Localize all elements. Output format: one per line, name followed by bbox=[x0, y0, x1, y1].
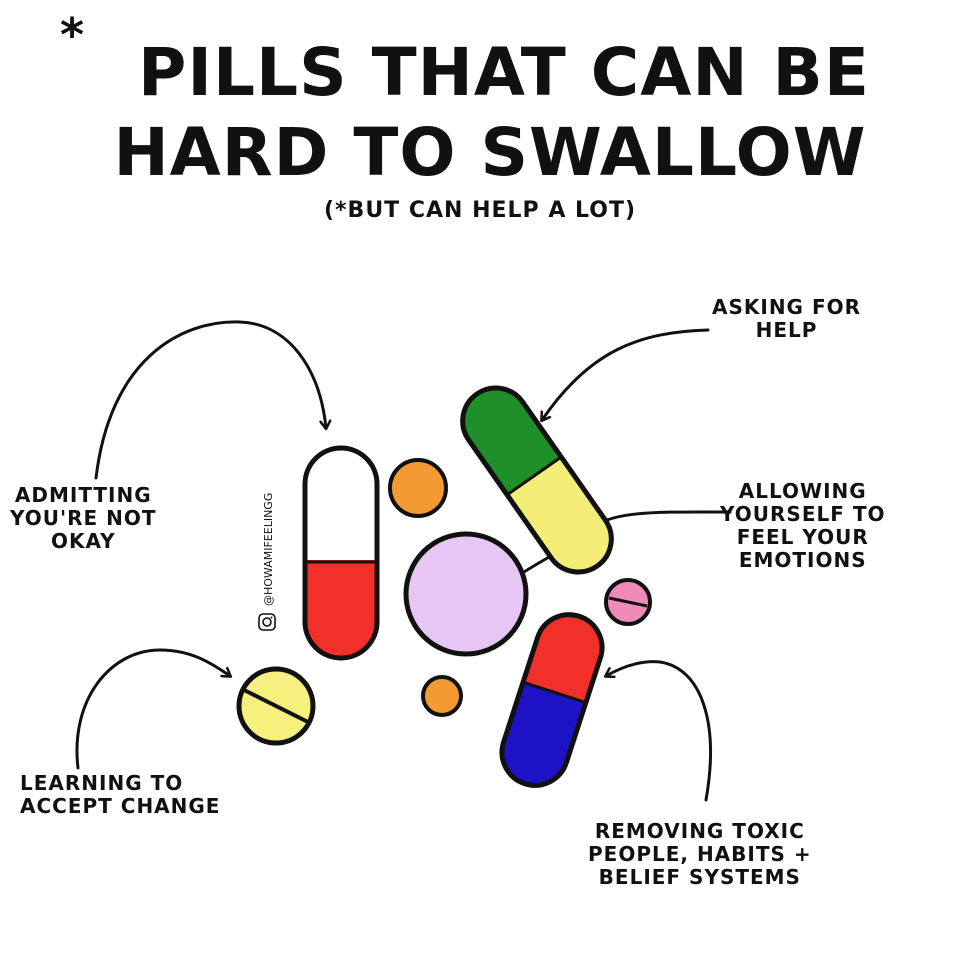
arrow-removing bbox=[606, 660, 712, 802]
arrow-learning bbox=[75, 648, 230, 770]
pill-pink bbox=[604, 578, 652, 626]
capsule-red-blue bbox=[493, 606, 611, 794]
pill-orange-small bbox=[421, 675, 463, 717]
label-allowing-emotions: ALLOWING YOURSELF TO FEEL YOUR EMOTIONS bbox=[720, 479, 886, 572]
label-learning-change: LEARNING TO ACCEPT CHANGE bbox=[20, 771, 221, 818]
label-admitting: ADMITTING YOU'RE NOT OKAY bbox=[10, 483, 157, 553]
pill-orange-large bbox=[388, 458, 448, 518]
pill-lavender bbox=[403, 531, 529, 657]
label-asking-for-help: ASKING FOR HELP bbox=[712, 295, 862, 342]
title-asterisk: * bbox=[60, 8, 85, 62]
watermark-handle: @HOWAMIFEELINGG bbox=[262, 493, 275, 606]
title-line-1: PILLS THAT CAN BE bbox=[138, 34, 870, 111]
title-line-2: HARD TO SWALLOW bbox=[113, 114, 867, 191]
pill-yellow-scored bbox=[236, 666, 316, 746]
arrow-asking bbox=[542, 328, 710, 420]
label-removing-toxic: REMOVING TOXIC PEOPLE, HABITS + BELIEF S… bbox=[588, 819, 812, 889]
instagram-icon bbox=[258, 613, 276, 631]
capsule-white-red bbox=[302, 445, 380, 661]
capsule-green-yellow bbox=[449, 375, 625, 585]
arrow-admitting bbox=[94, 320, 326, 480]
subtitle: (*BUT CAN HELP A LOT) bbox=[323, 198, 637, 223]
watermark: @HOWAMIFEELINGG bbox=[258, 493, 276, 631]
